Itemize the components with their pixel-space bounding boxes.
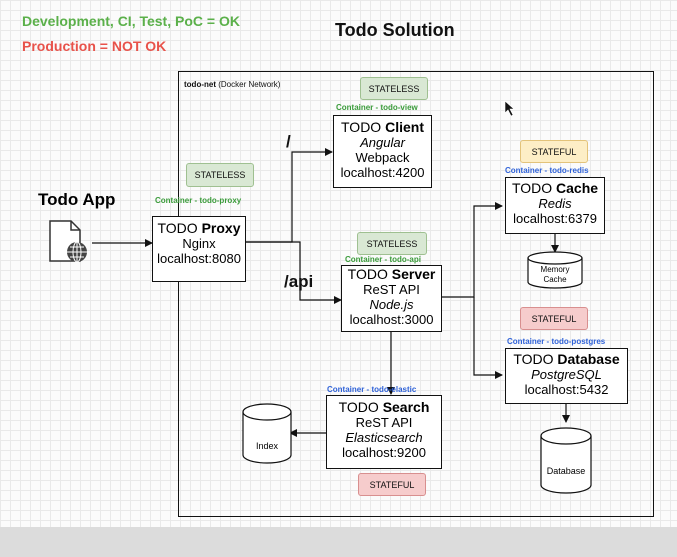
- database-container-label: Container - todo-postgres: [507, 337, 606, 346]
- database-prefix: TODO: [513, 351, 554, 367]
- search-tech1: ReST API: [355, 415, 413, 430]
- database-host: localhost:5432: [524, 382, 609, 397]
- proxy-prefix: TODO: [157, 220, 198, 236]
- index-label: Index: [255, 441, 279, 451]
- client-prefix: TODO: [341, 119, 382, 135]
- search-host: localhost:9200: [342, 445, 426, 460]
- player-control-bar: [0, 527, 677, 557]
- cache-name: Cache: [556, 180, 599, 196]
- diagram-title: Todo Solution: [335, 20, 455, 40]
- cache-prefix: TODO: [511, 180, 553, 196]
- client-tech2: Webpack: [355, 150, 410, 165]
- cache-tech: Redis: [538, 196, 572, 211]
- memory-cache-label: Memory Cache: [540, 265, 570, 284]
- server-to-cache-arrow: [442, 202, 503, 298]
- proxy-state-badge: STATELESS: [186, 163, 254, 187]
- proxy-to-server-arrow: [245, 241, 342, 304]
- server-name: Server: [391, 266, 436, 282]
- network-name: todo-net: [184, 80, 216, 89]
- client-node: TODO Client Angular Webpack localhost:42…: [333, 115, 432, 188]
- proxy-to-client-arrow: [245, 148, 333, 243]
- proxy-tech: Nginx: [182, 236, 216, 251]
- docker-network-boundary: [178, 71, 654, 517]
- server-to-database-arrow: [473, 297, 503, 379]
- proxy-name: Proxy: [201, 220, 241, 236]
- server-state-badge: STATELESS: [357, 232, 427, 255]
- mouse-cursor-icon: [504, 100, 515, 117]
- cache-state-badge: STATEFUL: [520, 140, 588, 163]
- cache-node: TODO Cache Redis localhost:6379: [505, 177, 605, 234]
- server-node: TODO Server ReST API Node.js localhost:3…: [341, 265, 442, 332]
- route-root-label: /: [286, 132, 291, 151]
- server-tech2: Node.js: [369, 297, 414, 312]
- search-prefix: TODO: [338, 399, 379, 415]
- server-tech1: ReST API: [363, 282, 420, 297]
- client-host: localhost:4200: [340, 165, 425, 180]
- route-api-label: /api: [284, 272, 314, 291]
- database-cylinder: [540, 427, 592, 494]
- server-prefix: TODO: [347, 266, 388, 282]
- database-state-badge: STATEFUL: [520, 307, 588, 330]
- search-node: TODO Search ReST API Elasticsearch local…: [326, 395, 442, 469]
- search-name: Search: [382, 399, 430, 415]
- cache-host: localhost:6379: [513, 211, 597, 226]
- index-cylinder: [242, 403, 292, 464]
- status-prod-not-ok: Production = NOT OK: [22, 38, 167, 54]
- search-tech2: Elasticsearch: [345, 430, 423, 445]
- server-container-label: Container - todo-api: [345, 255, 421, 264]
- cache-container-label: Container - todo-redis: [505, 166, 589, 175]
- network-desc: (Docker Network): [218, 80, 281, 89]
- web-document-icon: [49, 220, 87, 263]
- proxy-host: localhost:8080: [157, 251, 241, 266]
- proxy-container-label: Container - todo-proxy: [155, 196, 242, 205]
- database-tech: PostgreSQL: [531, 367, 602, 382]
- client-name: Client: [385, 119, 424, 135]
- search-state-badge: STATEFUL: [358, 473, 426, 496]
- todo-app-label: Todo App: [38, 190, 116, 209]
- database-name: Database: [557, 351, 620, 367]
- status-dev-ok: Development, CI, Test, PoC = OK: [22, 13, 240, 29]
- database-store-label: Database: [546, 466, 586, 476]
- database-node: TODO Database PostgreSQL localhost:5432: [505, 348, 628, 404]
- client-container-label: Container - todo-view: [336, 103, 418, 112]
- network-label: todo-net (Docker Network): [184, 80, 280, 89]
- proxy-node: TODO Proxy Nginx localhost:8080: [152, 216, 246, 282]
- client-state-badge: STATELESS: [360, 77, 428, 100]
- search-container-label: Container - todo-elastic: [327, 385, 417, 394]
- client-tech1: Angular: [360, 135, 405, 150]
- server-host: localhost:3000: [349, 312, 434, 327]
- memory-cache-cylinder: [527, 251, 583, 289]
